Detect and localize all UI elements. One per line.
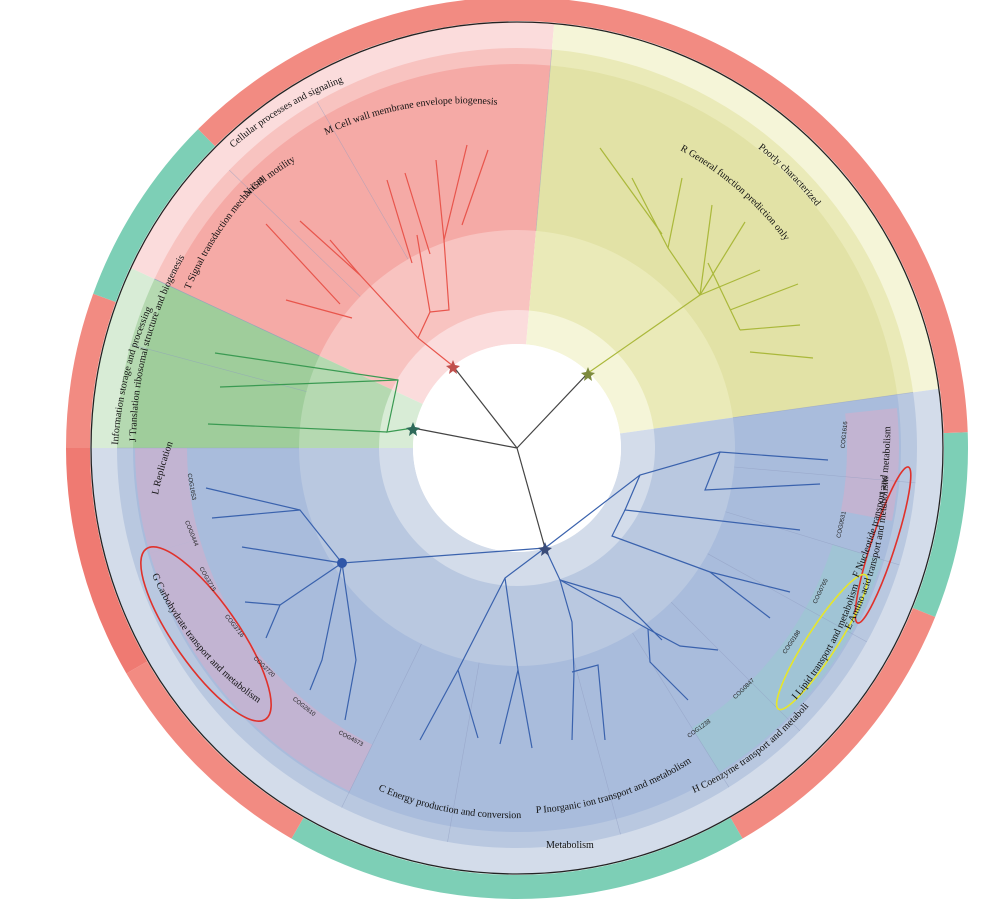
highlight-e-ellipse [854, 466, 912, 624]
divider-ray [725, 511, 900, 566]
ring-segment [66, 293, 116, 448]
poorly-characterized-sector-inner [535, 65, 898, 418]
star-node [406, 422, 420, 436]
ring-segment [730, 607, 936, 839]
olive-clade-branches [587, 147, 814, 374]
information-sector-inner [133, 285, 320, 448]
red-clade-branches [265, 144, 489, 367]
ring-segment [291, 817, 743, 899]
highlight-g-ellipse [140, 546, 272, 722]
divider-ray [229, 169, 361, 297]
root-branches [412, 365, 589, 549]
divider-ray [732, 392, 914, 418]
ring-segment [66, 448, 148, 674]
cog-label: COG1616 [841, 420, 850, 448]
blue-clade-branches [205, 451, 829, 749]
tree-branches [205, 144, 829, 749]
outer-color-ring [66, 0, 968, 899]
highlight-i-ellipse [775, 573, 869, 711]
ring-segment [93, 129, 216, 302]
ring-segment [126, 661, 304, 839]
star-node [538, 542, 552, 556]
ring-segment [198, 0, 517, 147]
ring-segment [517, 0, 968, 434]
cog-band [135, 448, 200, 554]
cog-band [840, 408, 899, 521]
star-node [446, 360, 460, 374]
divider-ray [632, 632, 730, 788]
star-node [581, 367, 595, 381]
divider-ray [130, 344, 307, 392]
divider-ray [316, 101, 409, 260]
node-markers [337, 360, 595, 568]
divider-ray [734, 466, 916, 484]
group-label-metabolism: Metabolism [546, 840, 594, 851]
divider-ray [535, 49, 553, 231]
circle-node [337, 558, 347, 568]
ring-segment [912, 432, 968, 617]
cog-label: COG0531 [836, 510, 848, 538]
cog-band [691, 607, 852, 772]
divider-ray [707, 553, 867, 643]
highlight-ellipses [140, 466, 912, 722]
cog-label: COG1653 [186, 473, 197, 501]
divider-ray [573, 658, 621, 835]
divider-ray [447, 662, 480, 842]
green-clade-branches [207, 352, 414, 433]
cellular-sector-inner [168, 63, 551, 356]
divider-ray [154, 278, 320, 357]
divider-ray [341, 643, 422, 808]
ring-boundary [90, 21, 944, 875]
